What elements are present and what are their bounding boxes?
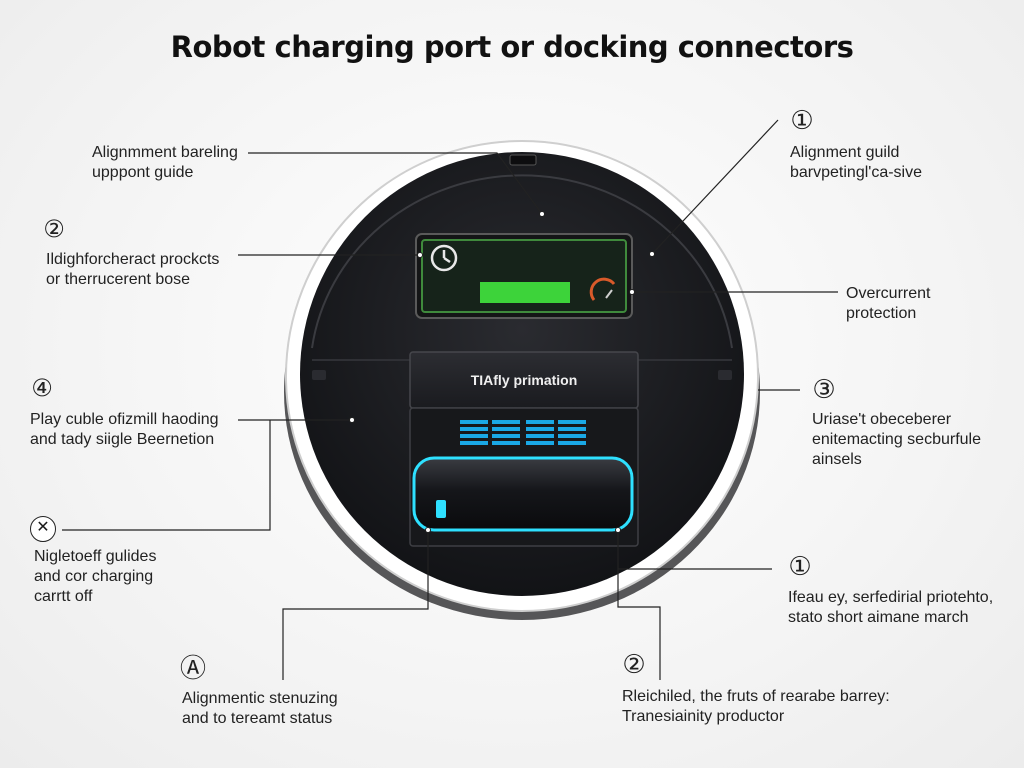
vent-grille bbox=[460, 420, 586, 445]
callout-top-right: Alignment guild barvpetingl'ca-sive bbox=[790, 144, 923, 181]
wrench-badge-icon: ✕ bbox=[30, 516, 56, 542]
lcd-inner bbox=[421, 239, 627, 313]
badge-bottom-right: ② bbox=[622, 649, 646, 679]
callout-left-1: Ildighforcheract prockcts or therruceren… bbox=[46, 251, 220, 288]
top-cover-arc bbox=[311, 174, 733, 349]
callout-overcurrent: Overcurrent protection bbox=[846, 285, 931, 322]
top-notch bbox=[509, 154, 537, 166]
leader-bottom-left bbox=[282, 530, 429, 680]
callout-bottom-left: Alignmentic stenuzing and to tereamt sta… bbox=[182, 690, 338, 727]
callout-right-3: Ifeau ey, serfedirial priotehto, stato s… bbox=[788, 589, 994, 626]
badge-left-2: ④ bbox=[31, 375, 53, 402]
callout-right-2: Uriase't obeceberer enitemacting secburf… bbox=[812, 411, 981, 468]
badge-top-right: ① bbox=[790, 105, 814, 135]
callout-left-2: Play cuble ofizmill haoding and tady sii… bbox=[30, 411, 219, 448]
lower-panel-label: TIAfly primation bbox=[470, 372, 578, 388]
callout-left-3: Nigletoeff gulides and cor charging carr… bbox=[34, 548, 157, 605]
diagram-title: Robot charging port or docking connector… bbox=[170, 30, 854, 64]
badge-right-2: ③ bbox=[812, 374, 836, 404]
leader-top-right bbox=[651, 119, 779, 255]
callout-alignment-bareling: Alignmment bareling upppont guide bbox=[92, 144, 238, 181]
leader-top-left bbox=[248, 152, 543, 215]
clock-icon bbox=[430, 244, 458, 272]
leader-bottom-right bbox=[617, 569, 661, 680]
callout-bottom-right: Rleichiled, the fruts of rearabe barrey:… bbox=[622, 688, 890, 725]
badge-right-3: ① bbox=[788, 551, 812, 581]
gauge-icon bbox=[589, 277, 616, 301]
badge-left-1: ② bbox=[43, 216, 65, 243]
leader-left-3 bbox=[62, 420, 271, 531]
lcd-charge-bar bbox=[480, 282, 570, 303]
battery-cell bbox=[412, 456, 634, 532]
badge-bottom-left: Ⓐ bbox=[180, 653, 207, 683]
battery-cell-indicator bbox=[436, 500, 446, 518]
